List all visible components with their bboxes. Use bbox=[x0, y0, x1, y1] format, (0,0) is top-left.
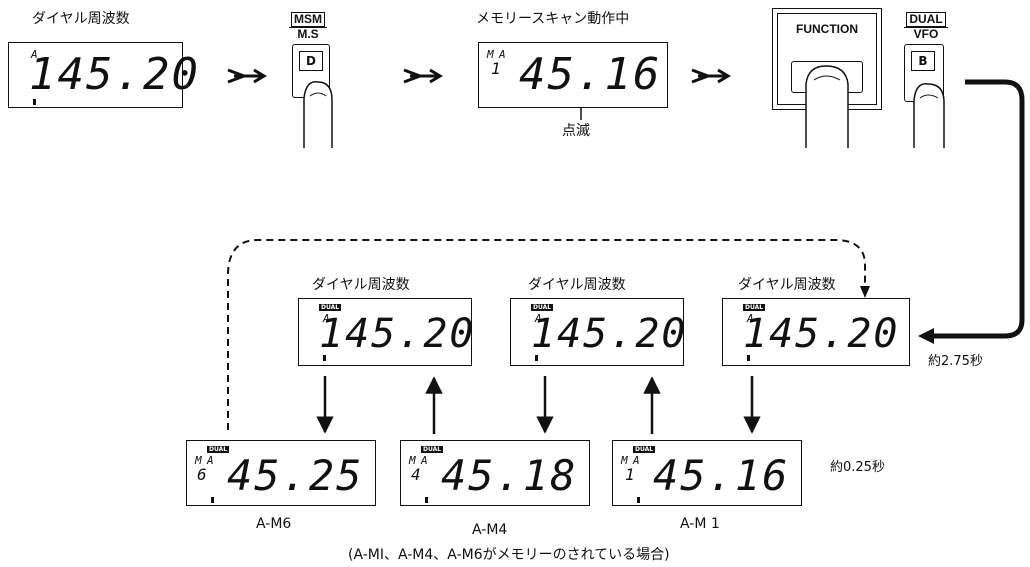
dual-tag: DUAL bbox=[207, 446, 230, 453]
dual-tag: DUAL bbox=[531, 304, 554, 311]
key-d-face: D bbox=[299, 51, 323, 71]
time-long-label: 約2.75秒 bbox=[928, 354, 983, 369]
frequency-readout: 45.18 bbox=[441, 451, 578, 500]
footnote: (A-MI、A-M4、A-M6がメモリーのされている場合) bbox=[348, 547, 670, 563]
memory-number: 4 bbox=[411, 465, 421, 484]
cursor-mark bbox=[425, 497, 428, 503]
label-msm: MSM bbox=[291, 12, 325, 27]
channel-indicator: A bbox=[421, 454, 428, 467]
key-msm-labels: MSM M.S bbox=[283, 12, 333, 41]
mode-indicator: M bbox=[487, 48, 494, 61]
channel-indicator: A bbox=[747, 312, 754, 325]
lcd-display-dual-3: DUAL A 145.20 bbox=[722, 298, 910, 366]
cursor-mark bbox=[747, 355, 750, 361]
caption-dial-frequency-m1: ダイヤル周波数 bbox=[312, 277, 410, 293]
label-function: FUNCTION bbox=[796, 22, 858, 36]
channel-indicator: A bbox=[207, 454, 214, 467]
memory-label-m1: A-M 1 bbox=[680, 516, 720, 532]
memory-number: 6 bbox=[197, 465, 207, 484]
dual-tag: DUAL bbox=[633, 446, 656, 453]
flow-arrow-1 bbox=[227, 68, 267, 84]
frequency-readout: 145.20 bbox=[531, 311, 688, 357]
dual-tag: DUAL bbox=[319, 304, 342, 311]
lcd-display-memory-scan: M A 1 45.16 bbox=[478, 42, 668, 108]
mode-indicator: M bbox=[409, 454, 416, 467]
caption-dial-frequency-m2: ダイヤル周波数 bbox=[528, 277, 626, 293]
cursor-mark bbox=[33, 99, 36, 105]
dual-tag: DUAL bbox=[743, 304, 766, 311]
cursor-mark bbox=[211, 497, 214, 503]
label-vfo: VFO bbox=[904, 27, 948, 41]
mode-indicator: M bbox=[195, 454, 202, 467]
memory-number: 1 bbox=[625, 465, 635, 484]
blink-label: 点滅 bbox=[562, 123, 590, 139]
channel-indicator: A bbox=[633, 454, 640, 467]
memory-label-m6: A-M6 bbox=[256, 516, 292, 532]
channel-indicator: A bbox=[31, 48, 38, 61]
cursor-mark bbox=[323, 355, 326, 361]
frequency-readout: 145.20 bbox=[319, 311, 476, 357]
frequency-readout: 45.16 bbox=[653, 451, 790, 500]
frequency-readout: 45.16 bbox=[519, 49, 662, 100]
lcd-display-dual-1: DUAL A 145.20 bbox=[298, 298, 474, 366]
caption-dial-frequency: ダイヤル周波数 bbox=[32, 11, 130, 27]
lcd-display-dial: A 145.20 bbox=[8, 42, 198, 108]
frequency-readout: 45.25 bbox=[227, 451, 364, 500]
key-dual-labels: DUAL VFO bbox=[898, 12, 954, 41]
memory-number: 1 bbox=[491, 59, 501, 78]
frequency-readout: 145.20 bbox=[29, 49, 200, 100]
frequency-readout: 145.20 bbox=[743, 311, 900, 357]
lcd-display-dual-2: DUAL A 145.20 bbox=[510, 298, 686, 366]
flow-arrow-3 bbox=[691, 68, 731, 84]
loop-arrow bbox=[928, 79, 1025, 339]
channel-indicator: A bbox=[323, 312, 330, 325]
flow-arrow-2 bbox=[403, 68, 443, 84]
lcd-display-memory-6: DUAL M A 6 45.25 bbox=[186, 440, 376, 506]
label-ms: M.S bbox=[289, 27, 327, 41]
channel-indicator: A bbox=[499, 48, 506, 61]
caption-dial-frequency-m3: ダイヤル周波数 bbox=[738, 277, 836, 293]
mode-indicator: M bbox=[621, 454, 628, 467]
dual-tag: DUAL bbox=[421, 446, 444, 453]
time-short-label: 約0.25秒 bbox=[830, 460, 885, 475]
lcd-display-memory-4: DUAL M A 4 45.18 bbox=[400, 440, 590, 506]
lcd-display-memory-1: DUAL M A 1 45.16 bbox=[612, 440, 802, 506]
memory-label-m4: A-M4 bbox=[472, 522, 508, 538]
dashed-return bbox=[227, 239, 866, 430]
cursor-mark bbox=[637, 497, 640, 503]
key-b-face: B bbox=[911, 51, 935, 71]
label-dual: DUAL bbox=[906, 12, 946, 27]
caption-memory-scan: メモリースキャン動作中 bbox=[476, 11, 630, 27]
cursor-mark bbox=[535, 355, 538, 361]
channel-indicator: A bbox=[535, 312, 542, 325]
